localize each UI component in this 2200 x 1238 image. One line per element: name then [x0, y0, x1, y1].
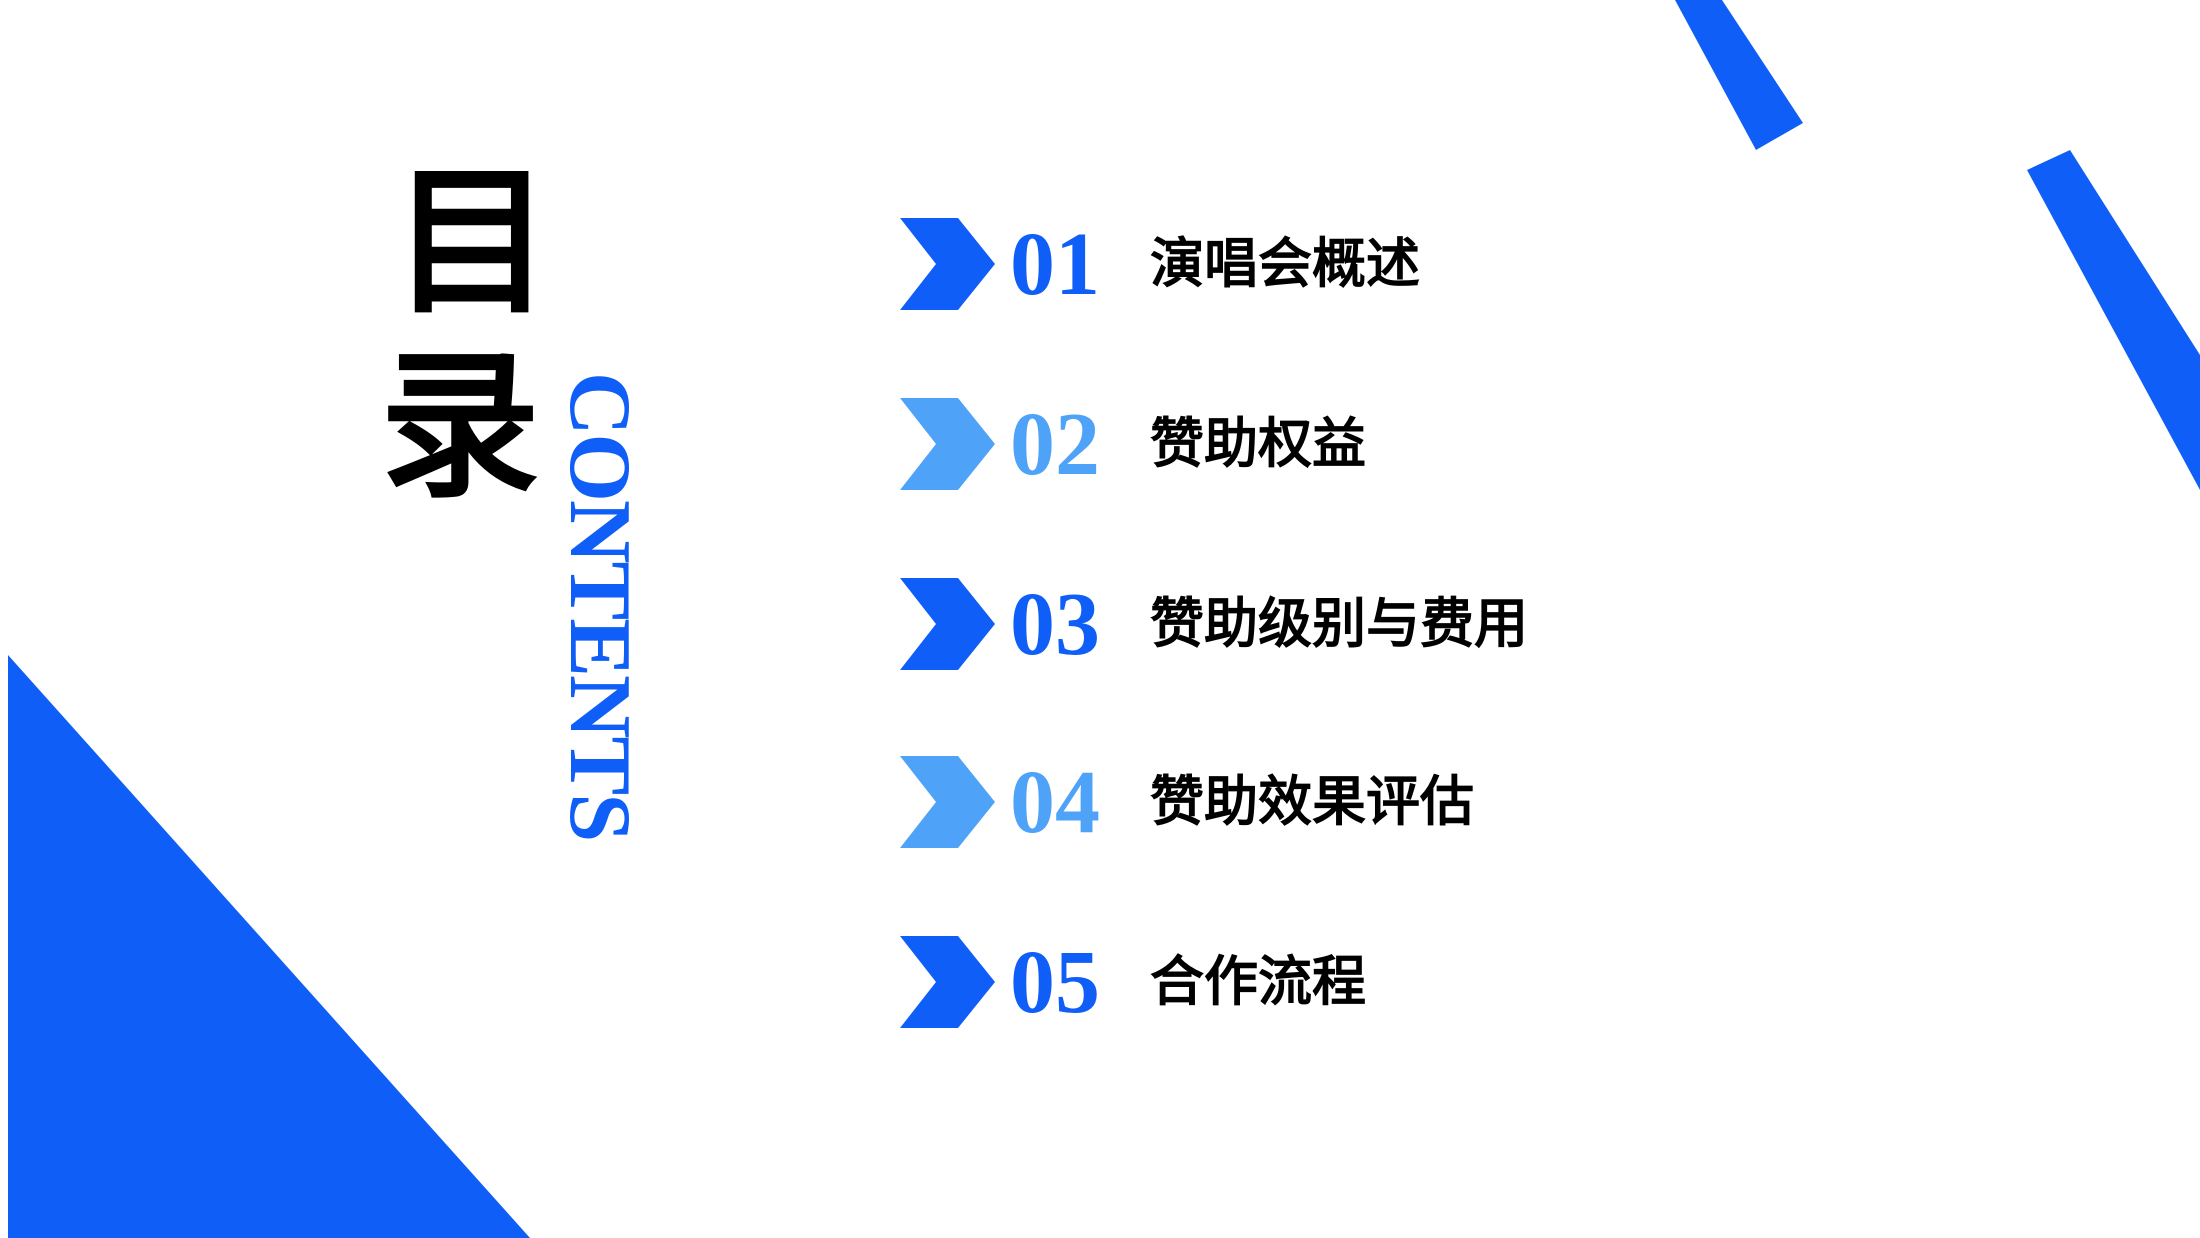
contents-vertical-label: CONTENTS [551, 372, 648, 841]
right-edge-stripe-long [2027, 150, 2200, 490]
chevron-right-icon [900, 398, 995, 490]
toc-item-label: 赞助级别与费用 [1150, 591, 1528, 655]
chevron-shape [900, 578, 995, 670]
toc-item-number: 01 [1010, 215, 1100, 314]
chevron-right-icon [900, 756, 995, 848]
top-right-stripe-short [1675, 0, 1803, 150]
toc-item-label: 赞助效果评估 [1150, 769, 1474, 833]
toc-item-label: 合作流程 [1150, 949, 1366, 1013]
chevron-shape [900, 398, 995, 490]
title-char-lu: 录 [380, 332, 541, 520]
toc-item-1[interactable]: 01 演唱会概述 [900, 200, 1900, 310]
toc-item-4[interactable]: 04 赞助效果评估 [900, 738, 1900, 848]
chevron-right-icon [900, 578, 995, 670]
toc-item-number: 04 [1010, 753, 1100, 852]
toc-item-number: 05 [1010, 933, 1100, 1032]
chevron-shape [900, 756, 995, 848]
chevron-right-icon [900, 218, 995, 310]
toc-item-number: 03 [1010, 575, 1100, 674]
chevron-shape [900, 218, 995, 310]
toc-item-number: 02 [1010, 395, 1100, 494]
toc-item-label: 赞助权益 [1150, 411, 1366, 475]
toc-item-5[interactable]: 05 合作流程 [900, 918, 1900, 1028]
toc-item-3[interactable]: 03 赞助级别与费用 [900, 560, 1900, 670]
chevron-shape [900, 936, 995, 1028]
toc-item-2[interactable]: 02 赞助权益 [900, 380, 1900, 490]
chevron-right-icon [900, 936, 995, 1028]
toc-item-label: 演唱会概述 [1150, 231, 1420, 295]
title-char-mu: 目 [392, 148, 553, 336]
bottom-left-triangle [8, 655, 530, 1238]
